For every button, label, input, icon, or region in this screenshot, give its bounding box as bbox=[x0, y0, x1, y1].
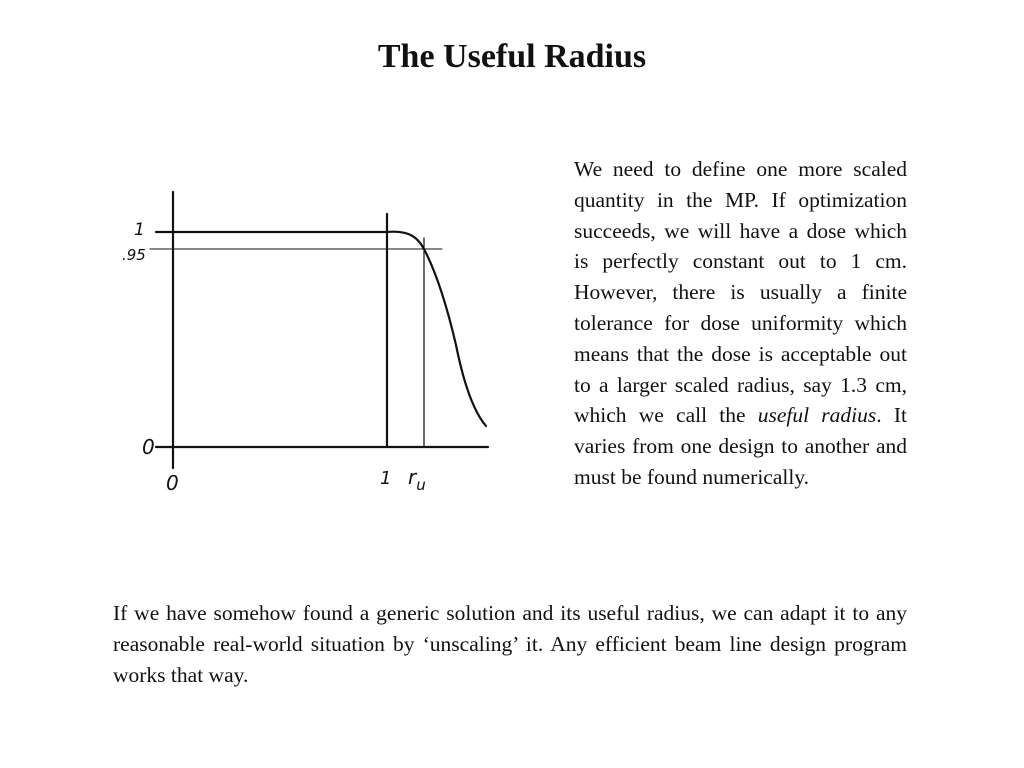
dose-profile-sketch: 1 .95 0 0 1 ru bbox=[110, 180, 510, 500]
explanation-text-end: . It varies from one design to another a… bbox=[574, 403, 907, 489]
y-tick-one: 1 bbox=[134, 220, 145, 240]
x-tick-one: 1 bbox=[380, 468, 391, 489]
summary-paragraph: If we have somehow found a generic solut… bbox=[113, 601, 907, 687]
x-tick-u-subscript: u bbox=[416, 476, 426, 494]
x-tick-useful-radius: ru bbox=[408, 465, 426, 494]
x-tick-zero: 0 bbox=[166, 471, 179, 495]
dose-profile-drawing: 1 .95 0 0 1 ru bbox=[122, 190, 490, 495]
y-tick-zero: 0 bbox=[142, 435, 155, 459]
useful-radius-term: useful radius bbox=[757, 403, 877, 428]
slide-title: The Useful Radius bbox=[377, 38, 647, 75]
explanation-paragraph: We need to define one more scaled quanti… bbox=[574, 154, 907, 493]
explanation-text-start: We need to define one more scaled quanti… bbox=[574, 157, 907, 428]
x-tick-r: r bbox=[408, 465, 418, 489]
dose-curve bbox=[385, 230, 488, 428]
y-tick-95: .95 bbox=[122, 246, 146, 264]
